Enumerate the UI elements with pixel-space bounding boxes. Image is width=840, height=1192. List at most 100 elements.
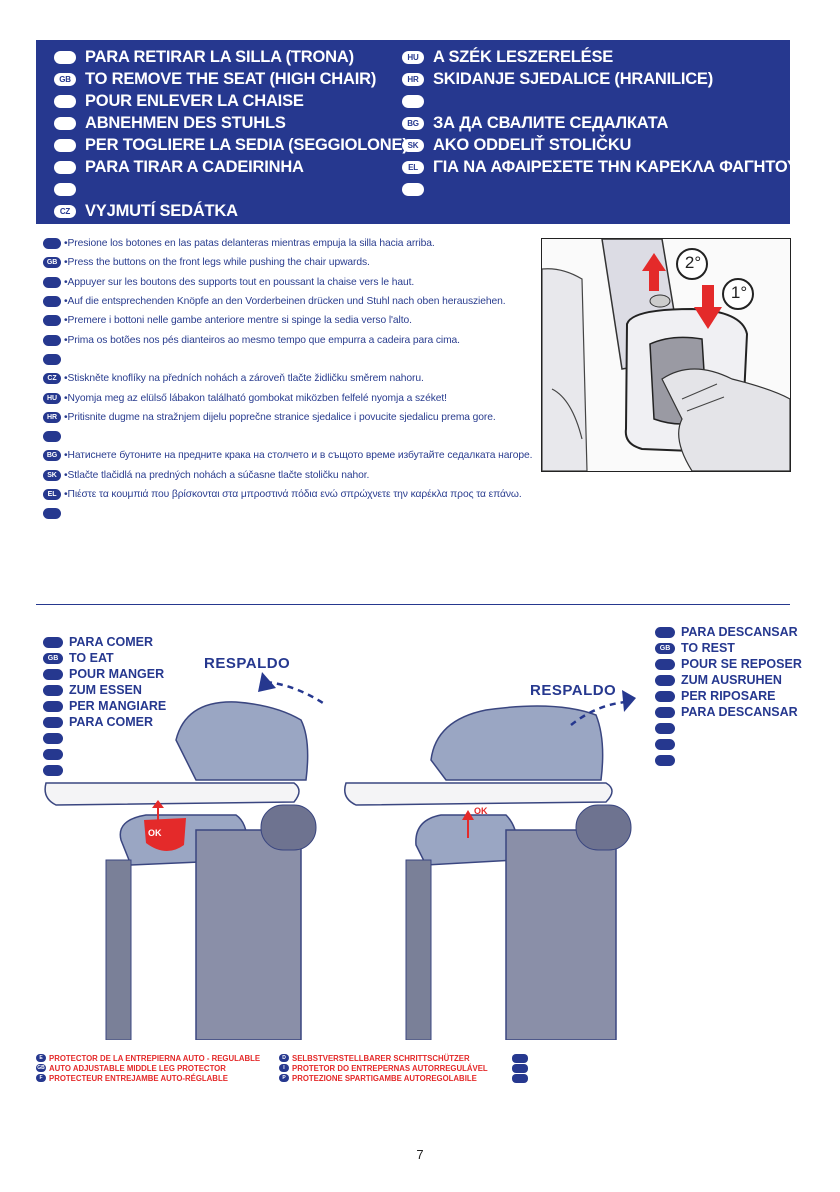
footer-text: AUTO ADJUSTABLE MIDDLE LEG PROTECTOR [49, 1063, 226, 1073]
instruction-text: •Press the buttons on the front legs whi… [64, 257, 370, 269]
language-badge: GB [36, 1064, 46, 1072]
language-badge [54, 138, 76, 152]
rest-line [655, 720, 802, 736]
banner-line [402, 178, 798, 200]
arrow-down-icon [694, 307, 722, 329]
step-1-label: 1° [730, 283, 748, 302]
language-badge [512, 1073, 528, 1083]
eat-text: PARA COMER [69, 635, 154, 649]
language-badge [43, 353, 61, 365]
banner-text: PARA RETIRAR LA SILLA (TRONA) [85, 47, 354, 66]
banner-line: HU A SZÉK LESZERELÉSE [402, 46, 798, 68]
language-badge [655, 674, 675, 686]
language-badge [54, 182, 76, 196]
rest-text: PER RIPOSARE [681, 689, 776, 703]
language-badge: HR [43, 411, 61, 423]
instruction-text: •Premere i bottoni nelle gambe anteriore… [64, 315, 412, 327]
eat-line: PER MANGIARE [43, 698, 166, 714]
eat-line [43, 730, 166, 746]
language-badge: EL [402, 160, 424, 174]
banner-text: A SZÉK LESZERELÉSE [433, 47, 614, 66]
language-badge [655, 626, 675, 638]
eat-text: POUR MANGER [69, 667, 165, 681]
language-badge: SK [43, 469, 61, 481]
section-divider [36, 604, 790, 605]
banner-line: PARA RETIRAR LA SILLA (TRONA) [54, 46, 408, 68]
language-badge [43, 315, 61, 327]
instruction-line: GB•Press the buttons on the front legs w… [43, 253, 563, 272]
arrow-back-icon [622, 690, 636, 712]
language-badge [43, 636, 63, 648]
instruction-line [43, 504, 563, 523]
banner-line: PARA TIRAR A CADEIRINHA [54, 156, 408, 178]
arrow-up-icon [462, 810, 474, 820]
instruction-text: •Nyomja meg az elülső lábakon található … [64, 392, 447, 404]
footer-text: PROTECTEUR ENTREJAMBE AUTO-RÉGLABLE [49, 1073, 228, 1083]
language-badge [43, 238, 61, 250]
eat-text: TO EAT [69, 651, 114, 665]
banner-text: ЗА ДА СВАЛИТЕ СЕДАЛКАТА [433, 113, 669, 132]
banner-text: ΓΙΑ ΝΑ ΑΦΑΙΡΕΣΕΤΕ ΤΗΝ ΚΑΡΕΚΛΑ ΦΑΓΗΤΟΥ [433, 157, 798, 176]
eat-line [43, 762, 166, 778]
instruction-text: •Prima os botões nos pés dianteiros ao m… [64, 334, 460, 346]
rest-line: PER RIPOSARE [655, 688, 802, 704]
footer-line [512, 1053, 531, 1063]
instruction-line: HR•Pritisnite dugme na stražnjem dijelu … [43, 408, 563, 427]
footer-text: PROTETOR DO ENTREPERNAS AUTORREGULÁVEL [292, 1063, 488, 1073]
language-badge: F [36, 1074, 46, 1082]
language-badge: HU [402, 50, 424, 64]
language-badge: HR [402, 72, 424, 86]
language-badge [43, 296, 61, 308]
banner-text: TO REMOVE THE SEAT (HIGH CHAIR) [85, 69, 377, 88]
language-badge [43, 668, 63, 680]
rest-line: POUR SE REPOSER [655, 656, 802, 672]
banner-line: BG ЗА ДА СВАЛИТЕ СЕДАЛКАТА [402, 112, 798, 134]
language-badge [43, 748, 63, 760]
language-badge [43, 732, 63, 744]
eat-line: PARA COMER [43, 634, 166, 650]
eat-line: PARA COMER [43, 714, 166, 730]
instruction-line: BG•Натиснете бутоните на предните крака … [43, 446, 563, 465]
banner-line: EL ΓΙΑ ΝΑ ΑΦΑΙΡΕΣΕΤΕ ΤΗΝ ΚΑΡΕΚΛΑ ΦΑΓΗΤΟΥ [402, 156, 798, 178]
photo-illustration [542, 239, 790, 471]
instruction-list: •Presione los botones en las patas delan… [43, 234, 563, 523]
language-badge [512, 1053, 528, 1063]
language-badge [43, 276, 61, 288]
language-badge [402, 182, 424, 196]
rest-line [655, 752, 802, 768]
language-badge [655, 690, 675, 702]
eat-text: PER MANGIARE [69, 699, 167, 713]
rest-text: POUR SE REPOSER [681, 657, 802, 671]
respaldo-label-left: RESPALDO [204, 655, 291, 672]
arrow-back-icon [258, 672, 276, 692]
high-chair-drawing [44, 672, 636, 1041]
language-badge: BG [43, 450, 61, 462]
language-badge [655, 738, 675, 750]
instruction-text: •Auf die entsprechenden Knöpfe an den Vo… [64, 296, 506, 308]
language-badge [43, 684, 63, 696]
rest-text: TO REST [681, 641, 735, 655]
language-badge: CZ [43, 373, 61, 385]
instruction-text: •Appuyer sur les boutons des supports to… [64, 276, 415, 288]
footer-text: SELBSTVERSTELLBARER SCHRITTSCHÜTZER [292, 1053, 470, 1063]
footer-text: PROTEZIONE SPARTIGAMBE AUTOREGOLABILE [292, 1073, 477, 1083]
high-chair-illustration: OK OK [36, 630, 656, 1041]
language-badge: BG [402, 116, 424, 130]
language-badge: I [279, 1064, 289, 1072]
instruction-line: •Prima os botões nos pés dianteiros ao m… [43, 330, 563, 349]
language-badge: HU [43, 392, 61, 404]
banner-text: AKO ODDELIŤ STOLIČKU [433, 135, 632, 154]
rest-text: ZUM AUSRUHEN [681, 673, 782, 687]
banner-line [402, 90, 798, 112]
footer-line [512, 1073, 531, 1083]
